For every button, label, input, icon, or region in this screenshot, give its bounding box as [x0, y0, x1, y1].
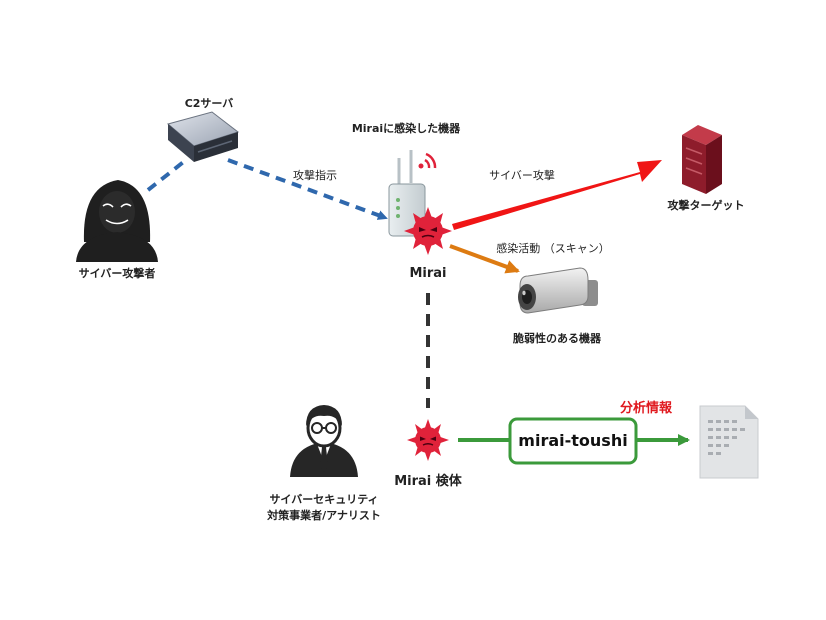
- tool-name-label: mirai-toushi: [518, 431, 628, 450]
- analyst-icon: [290, 405, 358, 477]
- attacker-label: サイバー攻撃者: [78, 267, 156, 280]
- infection-activity-arrow: [449, 244, 520, 274]
- virus-icon: [404, 207, 452, 255]
- specimen-label: Mirai 検体: [394, 474, 462, 489]
- vulnerable-device-label: 脆弱性のある機器: [513, 332, 601, 345]
- wifi-signal-icon: [418, 152, 437, 169]
- mirai-label: Mirai: [409, 266, 447, 281]
- attack-command-arrow: [227, 158, 388, 220]
- infection-activity-label: 感染活動 （スキャン）: [496, 242, 610, 255]
- virus-icon: [407, 419, 449, 461]
- hacker-icon: [76, 180, 158, 262]
- infected-device-label: Miraiに感染した機器: [351, 122, 461, 135]
- server-rack-icon: [682, 125, 722, 194]
- security-camera-icon: [518, 267, 598, 314]
- c2-server-label: C2サーバ: [184, 97, 234, 110]
- tool-box: [508, 417, 638, 465]
- server-icon: [166, 111, 240, 162]
- analysis-info-label: 分析情報: [619, 401, 673, 416]
- document-icon: [699, 405, 759, 479]
- attacker-to-c2-line: [146, 158, 188, 192]
- target-label: 攻撃ターゲット: [667, 199, 745, 212]
- analyst-label-line2: 対策事業者/アナリスト: [267, 509, 381, 522]
- cyber-attack-label: サイバー攻撃: [489, 169, 555, 182]
- attack-command-label: 攻撃指示: [293, 169, 337, 182]
- cyber-attack-arrow: [452, 160, 662, 230]
- analyst-label-line1: サイバーセキュリティ: [269, 493, 379, 506]
